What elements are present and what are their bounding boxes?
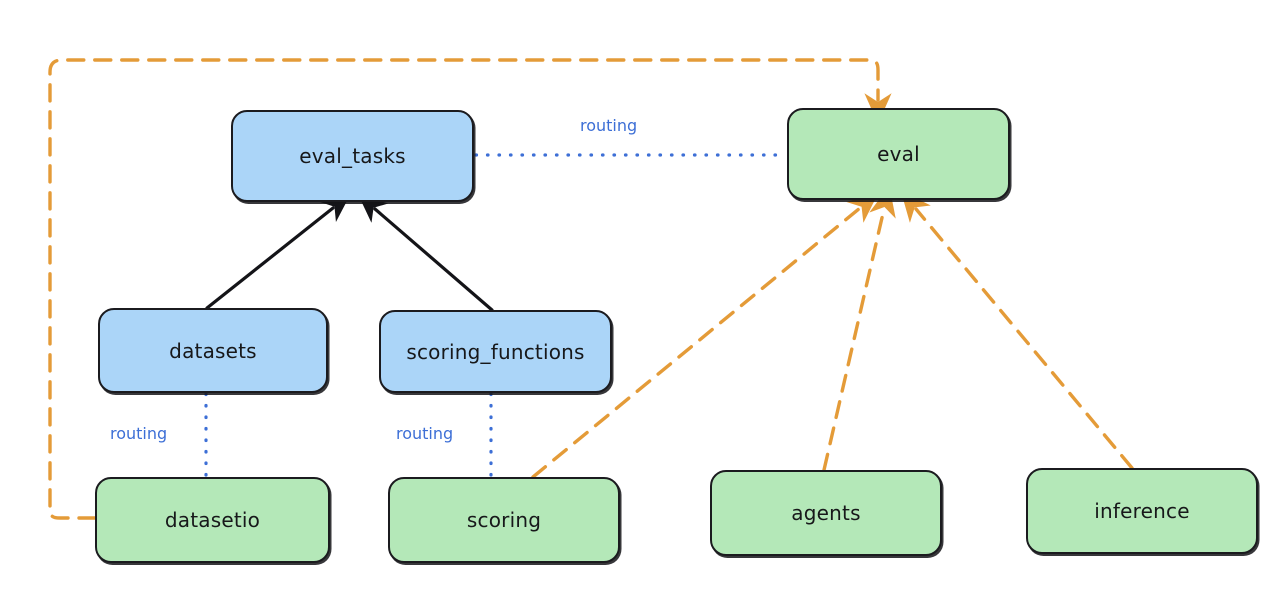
edge-label-routing-eval: routing xyxy=(580,116,638,135)
node-scoring[interactable]: scoring xyxy=(388,477,620,563)
node-eval[interactable]: eval xyxy=(787,108,1010,200)
node-datasets[interactable]: datasets xyxy=(98,308,328,393)
edge-datasetio-eval xyxy=(48,58,892,520)
node-label: scoring_functions xyxy=(406,339,585,364)
node-label: inference xyxy=(1094,499,1190,523)
node-label: datasetio xyxy=(164,508,261,532)
node-agents[interactable]: agents xyxy=(710,470,942,556)
node-inference[interactable]: inference xyxy=(1026,468,1258,554)
edge-label-routing-datasetio: routing xyxy=(110,424,168,443)
edge-scoring-eval xyxy=(531,192,879,479)
edge-label-routing-scoring: routing xyxy=(396,424,454,443)
node-label: eval xyxy=(877,142,920,166)
node-label: agents xyxy=(791,501,861,525)
node-label: eval_tasks xyxy=(299,144,406,168)
node-eval-tasks[interactable]: eval_tasks xyxy=(231,110,474,202)
edge-scoring_functions-eval_tasks xyxy=(358,194,494,312)
edge-inference-eval xyxy=(900,190,1134,470)
node-datasetio[interactable]: datasetio xyxy=(95,477,330,563)
node-scoring-functions[interactable]: scoring_functions xyxy=(379,310,612,393)
edge-agents-eval xyxy=(822,185,896,472)
node-label: scoring xyxy=(466,508,542,532)
node-label: datasets xyxy=(169,338,257,363)
edge-datasets-eval_tasks xyxy=(205,194,351,310)
